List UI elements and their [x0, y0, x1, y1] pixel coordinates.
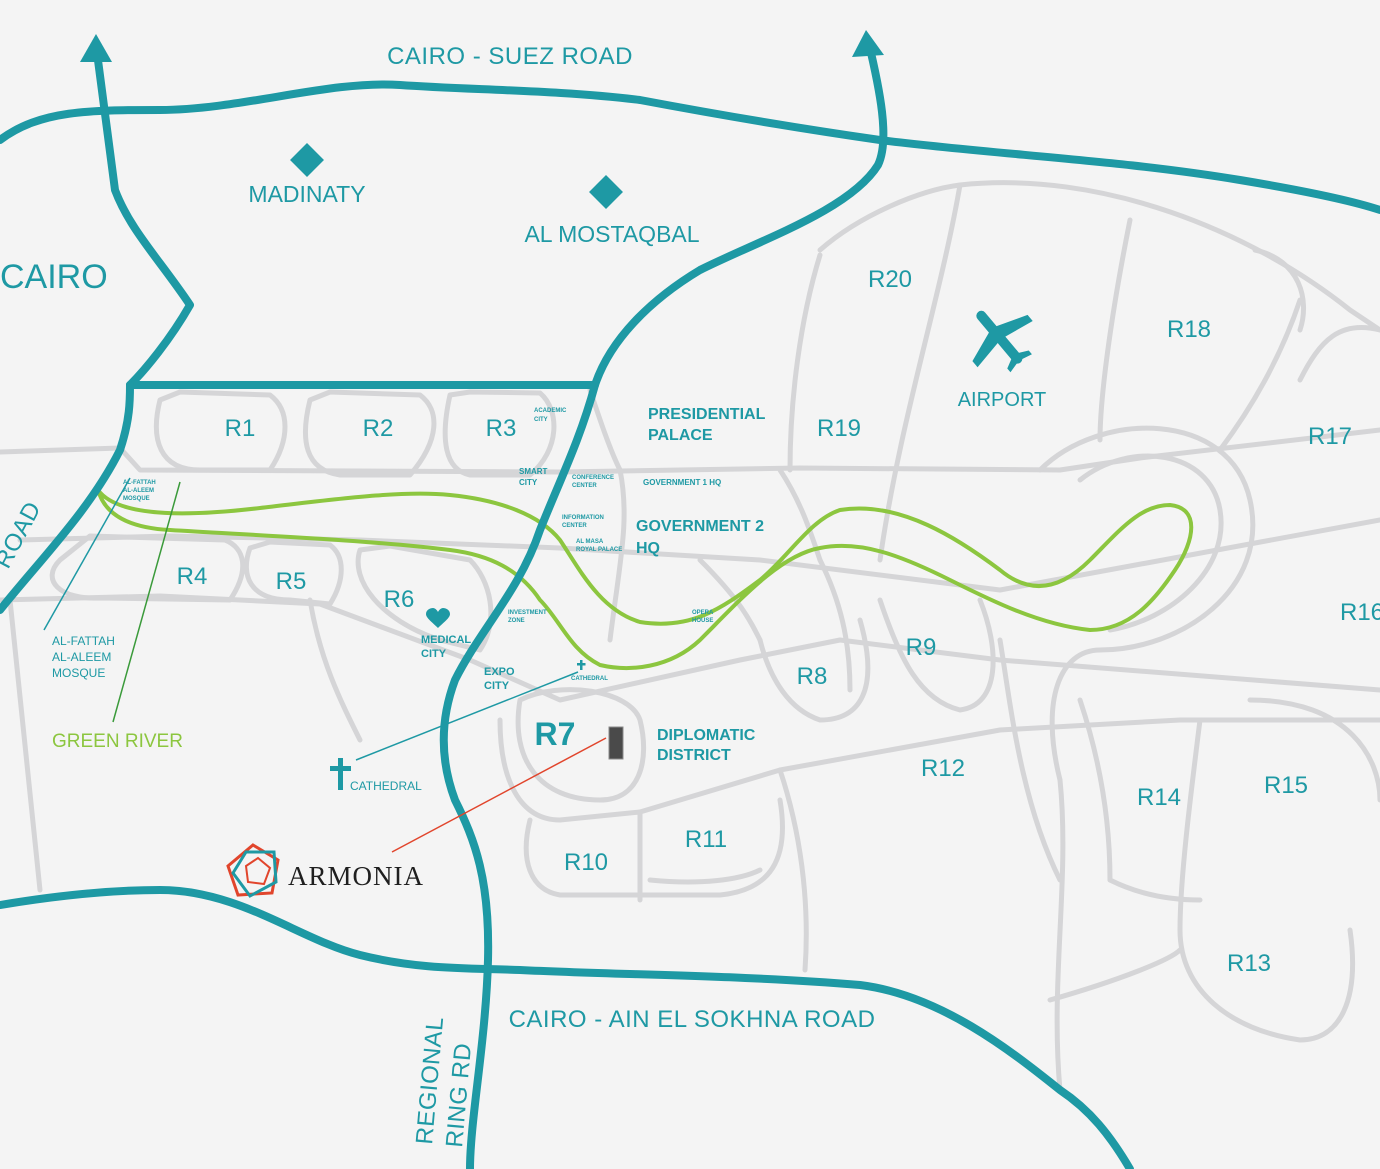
zone-R3: R3 [486, 415, 517, 442]
diplomatic-district-label-2: DISTRICT [657, 747, 731, 764]
mosque-label-1: AL-FATTAH [52, 634, 115, 648]
zone-R7: R7 [535, 716, 576, 752]
cathedral-leader-line [355, 671, 579, 761]
zone-R17: R17 [1308, 423, 1352, 450]
mosque-leader-line [43, 477, 131, 631]
government-2-label-2: HQ [636, 540, 660, 557]
northwest-road [92, 41, 194, 389]
pentagon-logo-icon [226, 843, 280, 898]
zone-R4: R4 [177, 563, 208, 590]
zone-R19: R19 [817, 415, 861, 442]
government-1-label: GOVERNMENT 1 HQ [643, 478, 721, 487]
airport-label: AIRPORT [958, 389, 1047, 411]
arrow-up-icon [852, 30, 884, 57]
al-mostaqbal-label: AL MOSTAQBAL [524, 221, 699, 247]
mosque-label-2: AL-ALEEM [52, 650, 111, 664]
investment-zone-label-1: INVESTMENT [508, 610, 547, 616]
academic-city-label-1: ACADEMIC [534, 408, 567, 414]
information-center-label-2: CENTER [562, 523, 587, 529]
zone-labels: R1 R2 R3 R4 R5 R6 R7 R8 R9 R10 R11 R12 R… [177, 266, 1380, 977]
zone-R12: R12 [921, 755, 965, 782]
diamond-icon [589, 175, 623, 209]
major-roads [0, 30, 1380, 1169]
zone-R15: R15 [1264, 772, 1308, 799]
central-road [439, 36, 888, 1169]
airplane-icon [972, 310, 1033, 373]
mosque-small-label-1: AL-FATTAH [123, 480, 156, 486]
zone-R5: R5 [276, 568, 307, 595]
zone-R8: R8 [797, 663, 828, 690]
green-river [96, 488, 1194, 671]
zone-R1: R1 [225, 415, 256, 442]
medical-city-label-1: MEDICAL [421, 634, 471, 646]
heart-icon [426, 608, 450, 628]
cairo-sokhna-road [0, 886, 1134, 1169]
smart-city-label-2: CITY [519, 478, 538, 487]
expo-city-label-1: EXPO [484, 666, 515, 678]
cairo-suez-road [0, 80, 1380, 214]
academic-city-label-2: CITY [534, 417, 548, 423]
investment-zone-label-2: ZONE [508, 618, 525, 624]
west-road [0, 381, 134, 614]
medical-city-label-2: CITY [421, 648, 447, 660]
mosque-label-3: MOSQUE [52, 666, 105, 680]
opera-house-label-1: OPERA [692, 610, 714, 616]
cross-icon [577, 660, 586, 670]
green-river-leader-line [112, 481, 181, 723]
armonia-leader-line [391, 737, 607, 853]
diamond-icon [290, 143, 324, 177]
presidential-palace-label-2: PALACE [648, 427, 713, 444]
presidential-palace-label-1: PRESIDENTIAL [648, 406, 766, 423]
al-masa-palace-label-1: AL MASA [576, 539, 604, 545]
mosque-small-label-3: MOSQUE [123, 496, 150, 502]
street-network [0, 180, 1380, 1093]
cairo-sokhna-road-label: CAIRO - AIN EL SOKHNA ROAD [509, 1006, 876, 1033]
zone-R10: R10 [564, 849, 608, 876]
zone-R9: R9 [906, 634, 937, 661]
diplomatic-district-label-1: DIPLOMATIC [657, 727, 756, 744]
conference-center-label-1: CONFERENCE [572, 475, 614, 481]
mosque-small-label-2: AL-ALEEM [123, 488, 154, 494]
zone-R16: R16 [1340, 599, 1380, 626]
government-2-label-1: GOVERNMENT 2 [636, 518, 764, 535]
cathedral-small-label: CATHEDRAL [571, 676, 608, 682]
madinaty-label: MADINATY [248, 181, 365, 207]
zone-R18: R18 [1167, 316, 1211, 343]
green-river-label: GREEN RIVER [52, 731, 183, 752]
zone-R13: R13 [1227, 950, 1271, 977]
crescent-icon [28, 633, 42, 661]
cairo-label: CAIRO [0, 258, 108, 296]
zone-R2: R2 [363, 415, 394, 442]
expo-city-label-2: CITY [484, 680, 510, 692]
zone-R20: R20 [868, 266, 912, 293]
zone-R11: R11 [685, 826, 727, 853]
armonia-brand-label: ARMONIA [288, 861, 424, 891]
al-masa-palace-label-2: ROYAL PALACE [576, 547, 622, 553]
smart-city-label-1: SMART [519, 467, 548, 476]
zone-R6: R6 [384, 586, 415, 613]
zone-R14: R14 [1137, 784, 1181, 811]
project-site-marker [608, 726, 624, 760]
information-center-label-1: INFORMATION [562, 515, 604, 521]
cairo-suez-road-label: CAIRO - SUEZ ROAD [387, 43, 633, 70]
conference-center-label-2: CENTER [572, 483, 597, 489]
opera-house-label-2: HOUSE [692, 618, 713, 624]
arrow-up-icon [80, 34, 112, 62]
cathedral-label: CATHEDRAL [350, 779, 422, 793]
cross-icon [330, 758, 351, 790]
